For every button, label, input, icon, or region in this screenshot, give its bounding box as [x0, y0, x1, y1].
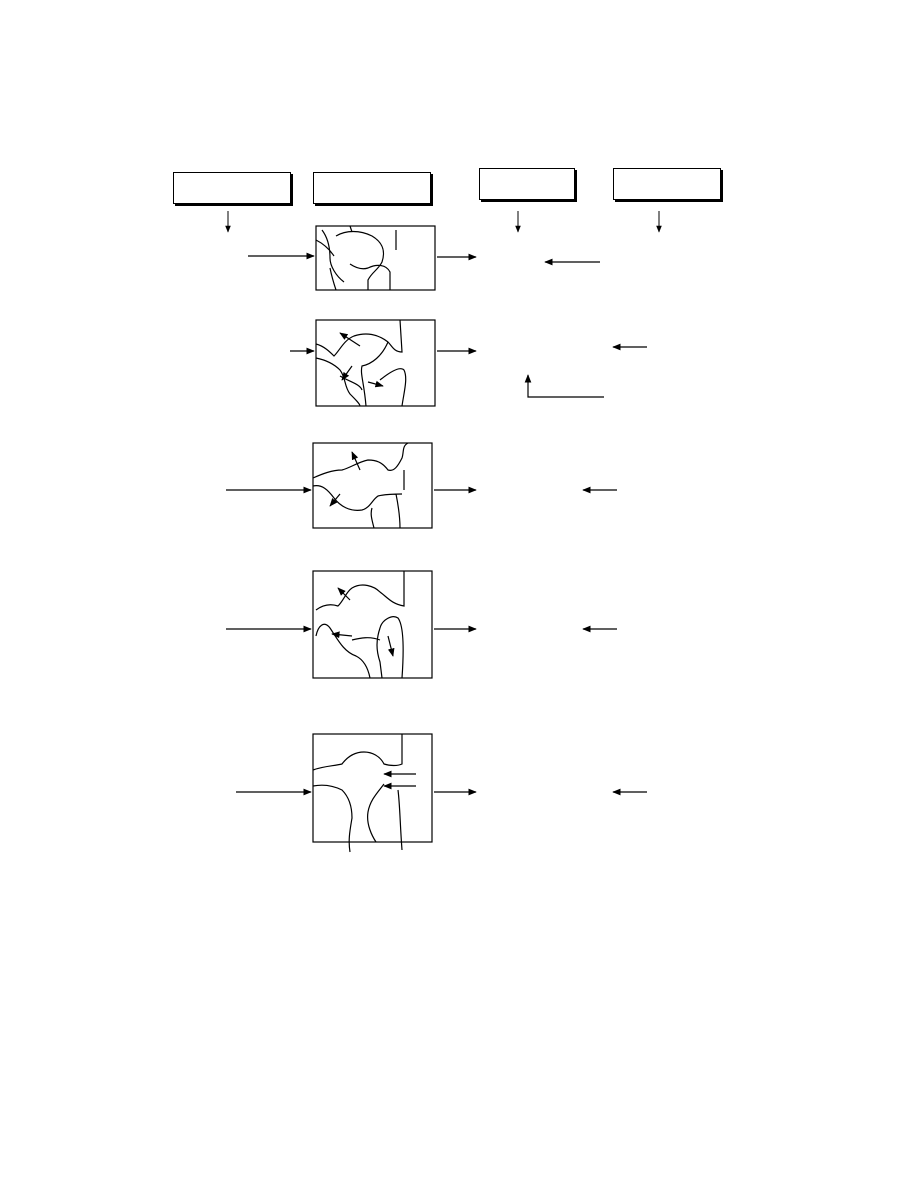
stage-2-return-path: [524, 374, 604, 398]
stage-2-drawing: [315, 319, 407, 407]
stage-5: [236, 733, 647, 853]
header-box-4: [613, 168, 721, 200]
header-box-1: [173, 172, 291, 204]
header-box-2: [313, 172, 431, 204]
stage-2-flow-arrow-2: [341, 365, 353, 381]
stage-1-drawing: [315, 225, 397, 291]
stage-2-flow-arrow-1: [339, 332, 361, 347]
stage-4-flow-arrow-1: [337, 587, 351, 601]
stage-3-panel: [312, 442, 433, 529]
header-box-3: [479, 168, 575, 200]
stage-4-flow-arrow-3: [387, 635, 395, 657]
stage-1-panel: [315, 225, 436, 291]
stage-3-drawing: [312, 442, 409, 529]
stage-3-flow-arrow-1: [351, 451, 361, 471]
stage-5-drawing: [312, 734, 403, 853]
stage-5-panel: [312, 733, 433, 843]
stage-4-flow-arrow-2: [331, 631, 353, 639]
stage-4-panel: [312, 570, 433, 679]
stage-3-flow-arrow-2: [329, 493, 341, 507]
stage-2-flow-arrow-3: [367, 380, 384, 388]
stage-2: [290, 319, 647, 407]
stage-1: [248, 225, 600, 291]
stage-3: [226, 442, 617, 529]
stage-4-drawing: [315, 571, 405, 679]
stage-4: [226, 570, 617, 679]
stage-2-panel: [315, 319, 436, 407]
